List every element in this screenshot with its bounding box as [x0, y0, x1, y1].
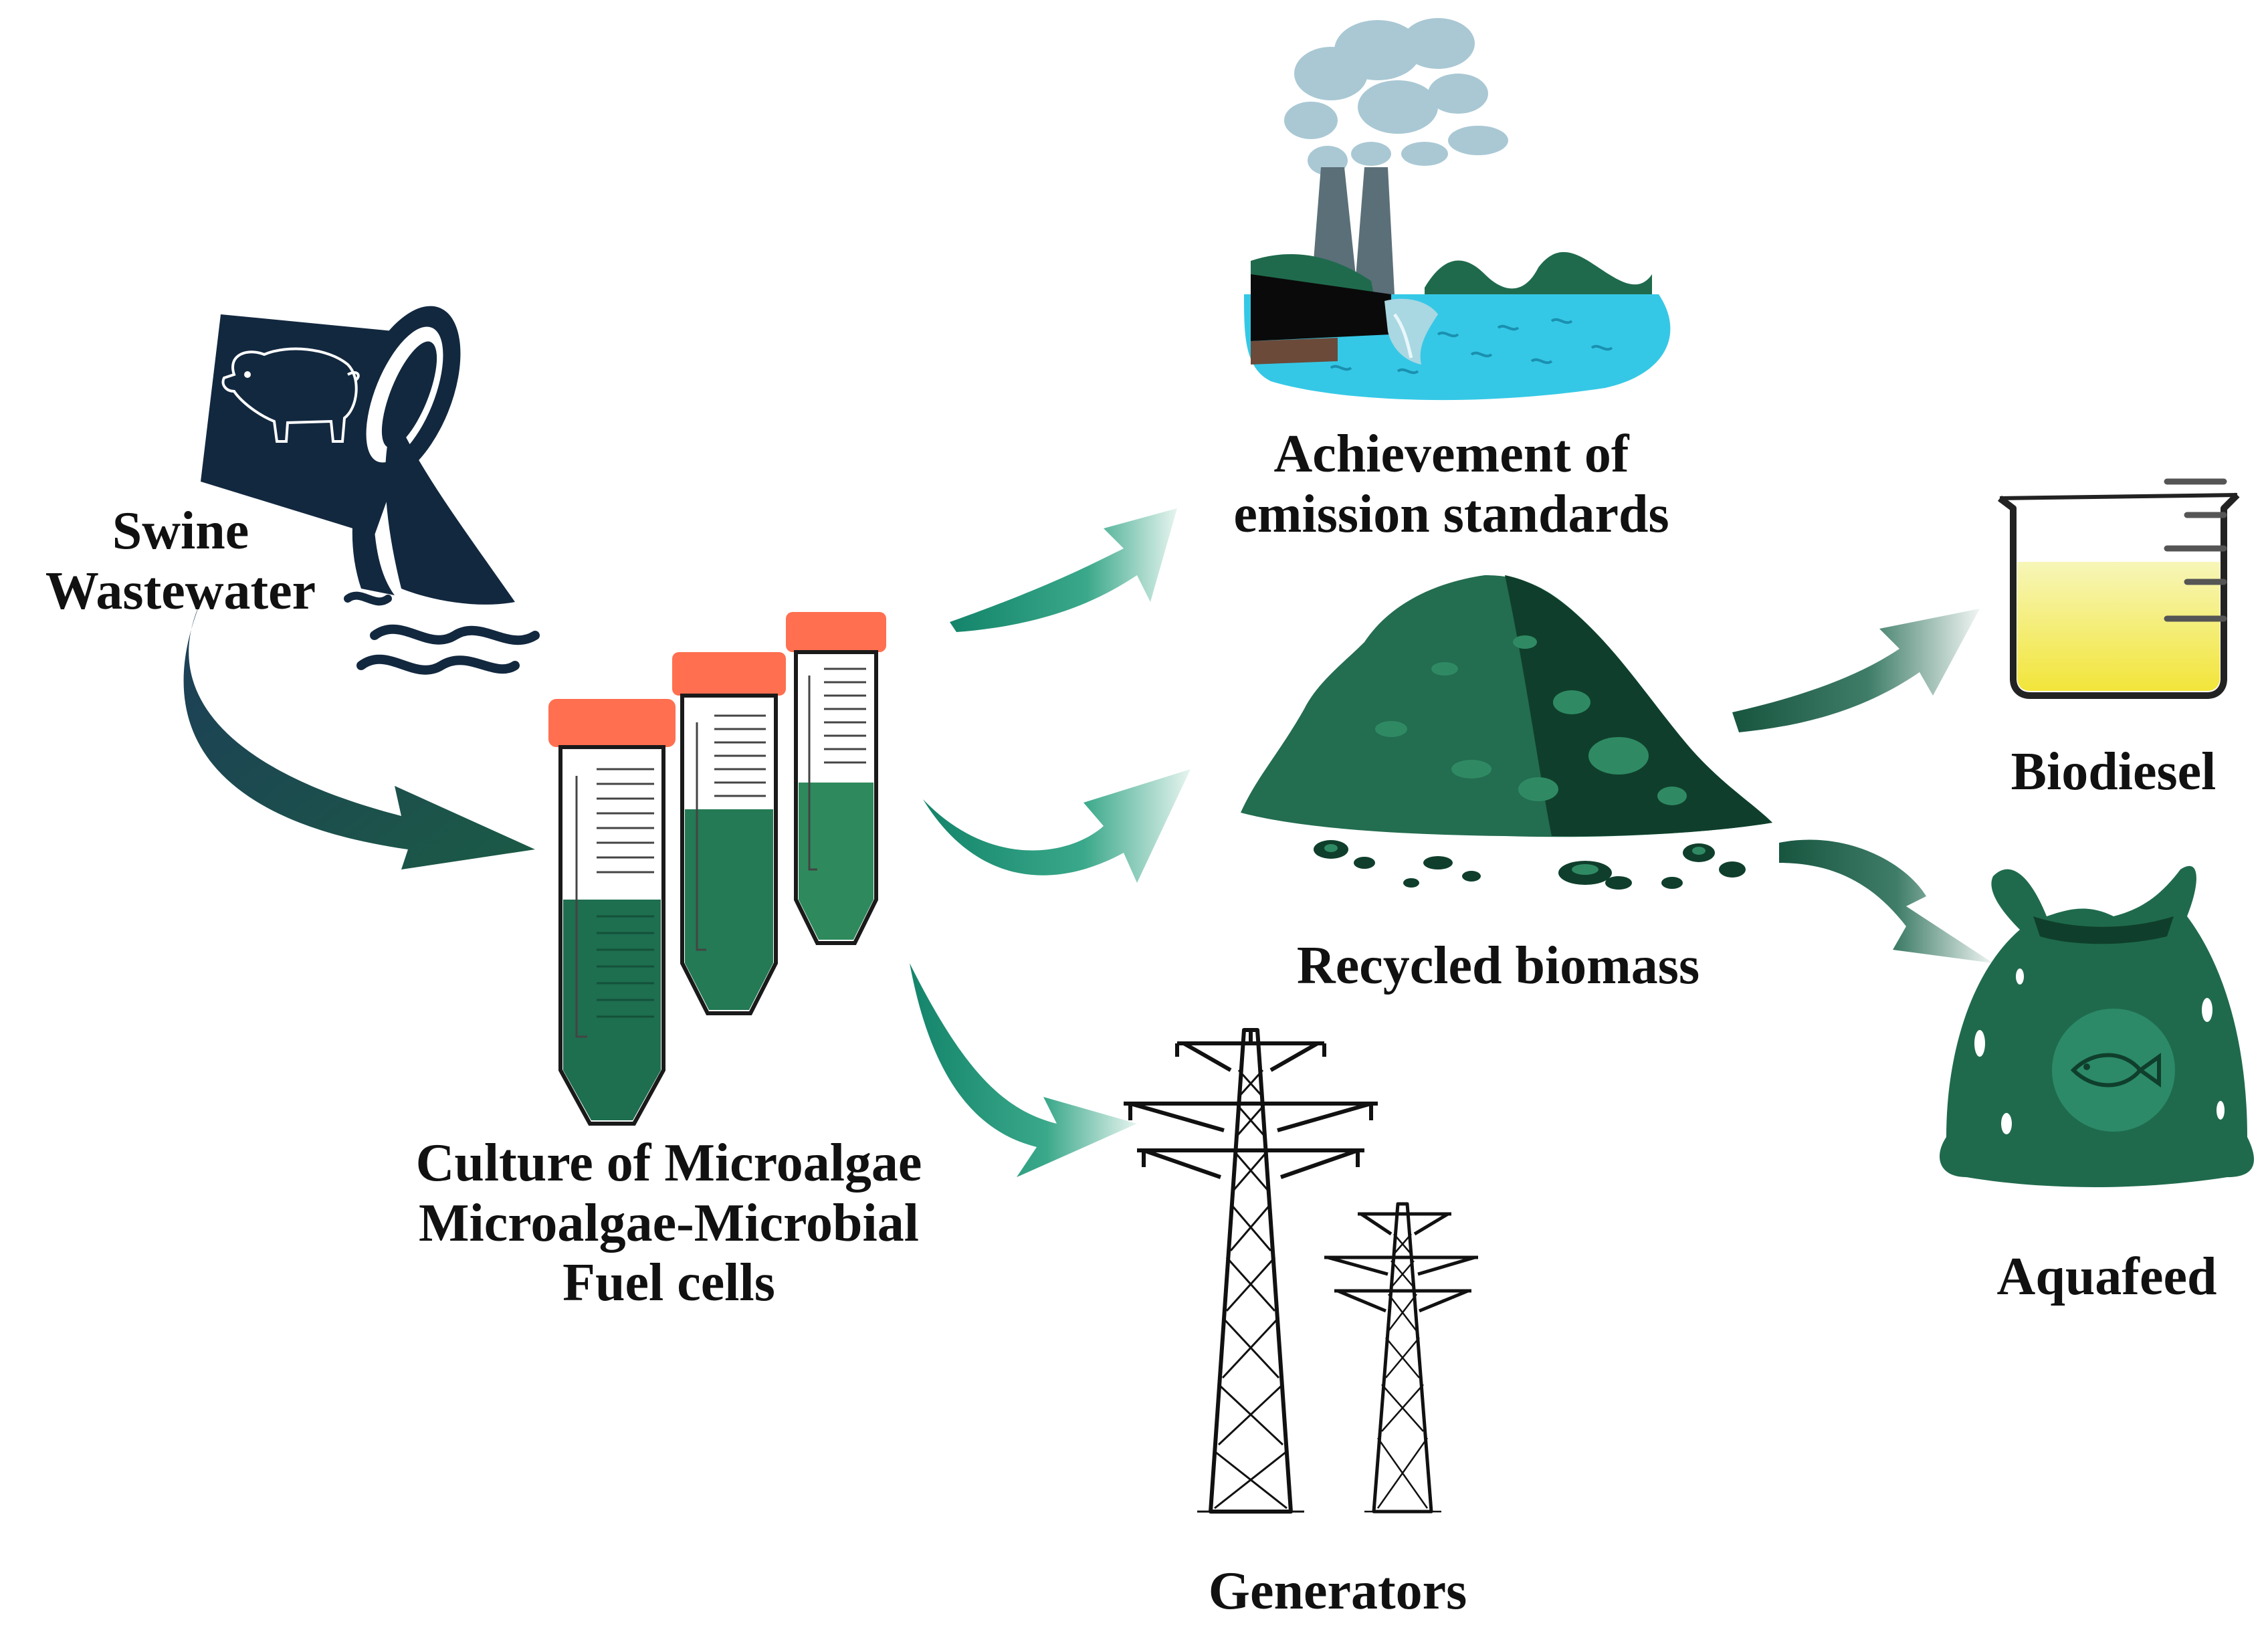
label-swine-wastewater: Swine Wastewater [13, 502, 348, 621]
generators-towers-icon [1124, 1028, 1478, 1514]
arrow-biomass-to-aquafeed [1779, 839, 1993, 963]
label-biodiesel: Biodiesel [2011, 742, 2217, 801]
recycled-biomass-icon [1241, 575, 1772, 890]
arrow-culture-to-generators [910, 963, 1137, 1177]
culture-line-1: Culture of Microalgae [415, 1134, 922, 1193]
factory-emission-icon [1244, 18, 1671, 401]
label-generators: Generators [1208, 1562, 1467, 1621]
arrow-wastewater-to-culture [183, 602, 535, 869]
culture-line-2: Microalgae-Microbial [419, 1193, 919, 1253]
label-aquafeed: Aquafeed [1996, 1247, 2217, 1306]
label-emission-standards: Achievement of emission standards [1150, 425, 1752, 544]
arrow-culture-to-biomass [923, 769, 1191, 883]
biodiesel-beaker-icon [1998, 478, 2240, 699]
culture-line-3: Fuel cells [562, 1253, 775, 1313]
arrow-biomass-to-biodiesel [1732, 609, 1980, 732]
arrow-culture-to-emission [950, 508, 1177, 632]
emission-line-2: emission standards [1233, 484, 1669, 544]
swine-line-1: Swine [112, 502, 249, 560]
swine-wastewater-icon [201, 306, 540, 675]
label-recycled-biomass: Recycled biomass [1296, 936, 1700, 995]
aquafeed-bag-icon [1940, 865, 2254, 1187]
label-culture-microalgae: Culture of Microalgae Microalgae-Microbi… [334, 1134, 1003, 1314]
swine-line-2: Wastewater [45, 561, 316, 621]
emission-line-1: Achievement of [1273, 425, 1629, 484]
culture-tubes-icon [548, 612, 886, 1126]
